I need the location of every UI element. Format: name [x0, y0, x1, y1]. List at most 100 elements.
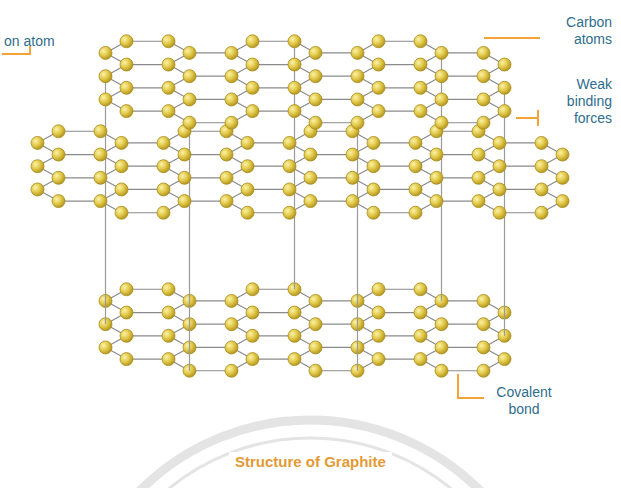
carbon-atom	[120, 58, 133, 71]
carbon-atom	[556, 171, 569, 184]
carbon-atom	[94, 148, 107, 161]
carbon-atom	[183, 116, 196, 129]
carbon-atom	[309, 93, 322, 106]
carbon-atom	[246, 81, 259, 94]
carbon-atom	[493, 206, 506, 219]
carbon-atom	[477, 116, 490, 129]
carbon-atom	[477, 294, 490, 307]
bottom-sheet	[99, 283, 511, 377]
carbon-atom	[31, 136, 44, 149]
carbon-atom	[430, 171, 443, 184]
weak-force-lines	[106, 41, 505, 370]
carbon-atom	[246, 35, 259, 48]
carbon-atom	[246, 353, 259, 366]
carbon-atom	[367, 136, 380, 149]
weak-force-line	[189, 123, 190, 371]
carbon-atom	[372, 306, 385, 319]
carbon-atom	[162, 35, 175, 48]
carbon-atom	[283, 183, 296, 196]
carbon-atom	[115, 206, 128, 219]
carbon-atom	[246, 105, 259, 118]
carbon-atom	[52, 125, 65, 138]
carbon-atom	[409, 183, 422, 196]
carbon-atom	[493, 183, 506, 196]
carbon-atom	[115, 160, 128, 173]
carbon-atom	[99, 93, 112, 106]
carbon-atom	[409, 160, 422, 173]
callout-label: Covalent bond	[488, 384, 560, 418]
carbon-atom	[498, 81, 511, 94]
carbon-atom	[477, 93, 490, 106]
carbon-atom	[120, 35, 133, 48]
callout-label: Weak binding forces	[540, 76, 612, 127]
carbon-atom	[414, 105, 427, 118]
carbon-atom	[414, 353, 427, 366]
carbon-atom	[120, 81, 133, 94]
carbon-atom	[241, 206, 254, 219]
carbon-atom	[94, 125, 107, 138]
carbon-atom	[309, 341, 322, 354]
carbon-atom	[372, 353, 385, 366]
carbon-atom	[31, 160, 44, 173]
carbon-atom	[435, 46, 448, 59]
carbon-atom	[246, 329, 259, 342]
carbon-atom	[288, 329, 301, 342]
callout-label: Carbon atoms	[546, 14, 612, 48]
leader-line	[484, 37, 540, 39]
carbon-atom	[225, 116, 238, 129]
carbon-atom	[178, 148, 191, 161]
carbon-atom	[220, 195, 233, 208]
carbon-atom	[52, 171, 65, 184]
carbon-atom	[309, 364, 322, 377]
carbon-atom	[120, 329, 133, 342]
carbon-atom	[99, 46, 112, 59]
carbon-atom	[309, 46, 322, 59]
carbon-atom	[556, 148, 569, 161]
carbon-atom	[157, 160, 170, 173]
carbon-atom	[477, 46, 490, 59]
carbon-atom	[472, 195, 485, 208]
carbon-atom	[99, 70, 112, 83]
carbon-atom	[241, 136, 254, 149]
carbon-atom	[477, 70, 490, 83]
carbon-atom	[288, 58, 301, 71]
carbon-atom	[535, 183, 548, 196]
carbon-atom	[183, 46, 196, 59]
carbon-atom	[309, 318, 322, 331]
carbon-atom	[31, 183, 44, 196]
carbon-atom	[183, 70, 196, 83]
carbon-atom	[372, 329, 385, 342]
carbon-atom	[162, 58, 175, 71]
carbon-atom	[372, 58, 385, 71]
carbon-atom	[283, 136, 296, 149]
carbon-atom	[414, 283, 427, 296]
carbon-atom	[241, 160, 254, 173]
carbon-atom	[435, 93, 448, 106]
carbon-atom	[225, 294, 238, 307]
carbon-atom	[246, 283, 259, 296]
carbon-atom	[535, 206, 548, 219]
carbon-atom	[246, 58, 259, 71]
top-sheet	[99, 35, 511, 129]
carbon-atom	[477, 318, 490, 331]
carbon-atom	[309, 70, 322, 83]
carbon-atom	[414, 35, 427, 48]
carbon-atom	[477, 341, 490, 354]
carbon-atom	[288, 81, 301, 94]
carbon-atom	[493, 160, 506, 173]
weak-force-line	[357, 123, 358, 371]
middle-sheet	[31, 125, 569, 219]
carbon-atom	[120, 353, 133, 366]
carbon-atom	[351, 70, 364, 83]
carbon-atom	[367, 160, 380, 173]
carbon-atom	[120, 306, 133, 319]
carbon-atom	[220, 148, 233, 161]
carbon-atom	[115, 136, 128, 149]
carbon-atom	[346, 195, 359, 208]
carbon-atom	[304, 171, 317, 184]
carbon-atom	[472, 171, 485, 184]
carbon-atom	[409, 136, 422, 149]
carbon-atom	[178, 171, 191, 184]
carbon-atom	[498, 353, 511, 366]
carbon-atom	[183, 93, 196, 106]
